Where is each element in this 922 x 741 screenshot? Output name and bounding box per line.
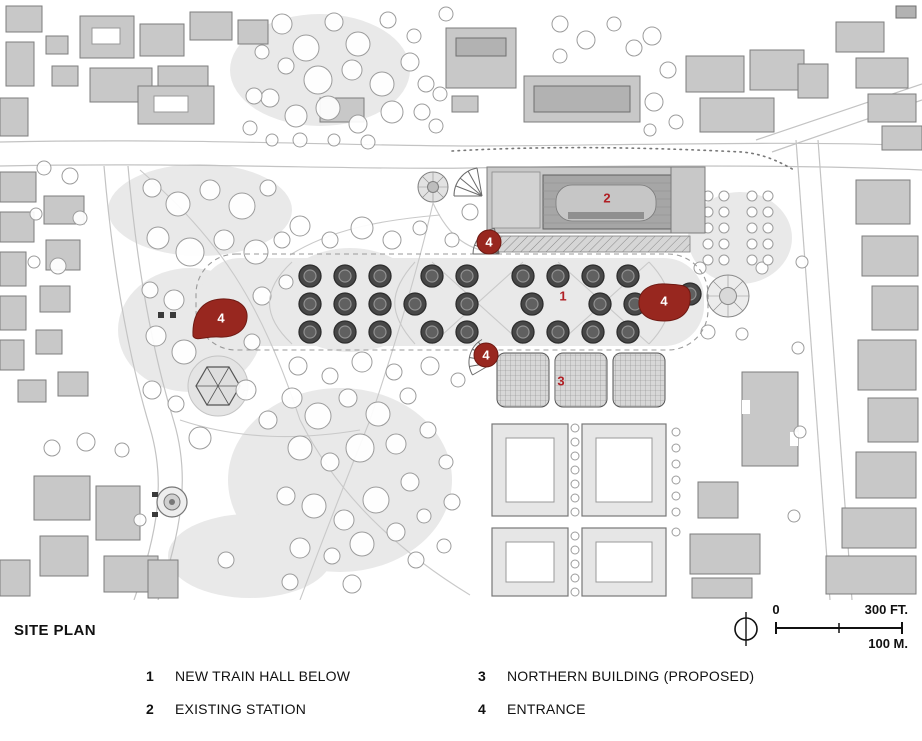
page-title: SITE PLAN bbox=[14, 622, 96, 639]
circular-plaza bbox=[706, 274, 750, 318]
trees-layer bbox=[27, 6, 809, 597]
map-label-entrance-west: 4 bbox=[217, 310, 225, 326]
street-furniture bbox=[170, 312, 176, 318]
west-entrance bbox=[192, 298, 248, 340]
streets-layer bbox=[0, 83, 922, 600]
legend-number: 1 bbox=[146, 668, 154, 684]
scale-feet-label: 300 FT. bbox=[865, 602, 908, 617]
legend-item-entrance: 4 ENTRANCE bbox=[478, 701, 586, 717]
legend-label: ENTRANCE bbox=[507, 701, 586, 717]
northern-building-roofs bbox=[496, 352, 666, 408]
map-label-existing-station: 2 bbox=[603, 190, 611, 206]
map-label-train-hall: 1 bbox=[559, 288, 567, 304]
scale-bar: 0 300 FT. 100 M. bbox=[772, 602, 908, 651]
site-plan-drawing: 1 2 3 4 4 4 4 bbox=[0, 5, 922, 600]
entrance-shapes bbox=[192, 227, 691, 376]
skylight-circles bbox=[298, 264, 702, 344]
fountain bbox=[152, 486, 188, 518]
street-furniture bbox=[158, 312, 164, 318]
east-entrance bbox=[638, 283, 691, 322]
legend-label: EXISTING STATION bbox=[175, 701, 307, 717]
west-station-stairs bbox=[453, 167, 483, 197]
scale-zero-label: 0 bbox=[772, 602, 779, 617]
legend-number: 2 bbox=[146, 701, 154, 717]
roundabout-plaza bbox=[417, 171, 449, 203]
city-buildings bbox=[0, 5, 922, 599]
map-label-entrance-east: 4 bbox=[660, 293, 668, 309]
legend-item-train-hall: 1 NEW TRAIN HALL BELOW bbox=[146, 668, 350, 684]
north-entrance bbox=[476, 229, 502, 255]
dotted-route-line bbox=[451, 146, 795, 171]
legend-item-existing-station: 2 EXISTING STATION bbox=[146, 701, 306, 717]
existing-station-building bbox=[453, 166, 706, 253]
legend-number: 3 bbox=[478, 668, 486, 684]
monument bbox=[187, 355, 249, 417]
proposed-district-blocks bbox=[491, 423, 667, 597]
map-label-entrance-south: 4 bbox=[482, 347, 490, 363]
map-label-northern-building: 3 bbox=[557, 373, 565, 389]
legend-number: 4 bbox=[478, 701, 486, 717]
train-hall-plaza bbox=[195, 253, 709, 351]
south-entrance bbox=[473, 342, 499, 368]
scale-meters-label: 100 M. bbox=[868, 636, 908, 651]
map-label-entrance-north: 4 bbox=[485, 234, 493, 250]
north-arrow-icon bbox=[734, 612, 758, 646]
legend-label: NEW TRAIN HALL BELOW bbox=[175, 668, 351, 684]
legend-label: NORTHERN BUILDING (PROPOSED) bbox=[507, 668, 755, 684]
legend-item-northern-building: 3 NORTHERN BUILDING (PROPOSED) bbox=[478, 668, 754, 684]
